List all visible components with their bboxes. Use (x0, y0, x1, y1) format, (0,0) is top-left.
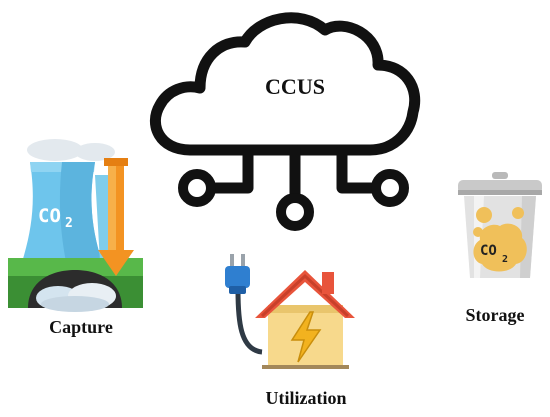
svg-text:CO: CO (480, 243, 497, 259)
connector-nodes (178, 169, 409, 231)
diagram-title: CCUS (265, 74, 325, 99)
connector-node-left (178, 169, 216, 207)
svg-text:CO: CO (38, 205, 61, 227)
cloud-icon (150, 12, 421, 156)
co2-storage-bin-icon: CO 2 (458, 172, 542, 278)
network-connectors (207, 144, 378, 204)
storage-label: Storage (465, 305, 525, 325)
utilization-label: Utilization (265, 388, 347, 408)
connector-node-middle (276, 193, 314, 231)
svg-text:2: 2 (65, 216, 73, 231)
house-plug-energy-icon (225, 254, 355, 369)
capture-label: Capture (49, 317, 113, 337)
power-plant-co2-capture-icon: CO 2 (8, 139, 143, 312)
connector-node-right (371, 169, 409, 207)
svg-text:2: 2 (502, 254, 508, 265)
